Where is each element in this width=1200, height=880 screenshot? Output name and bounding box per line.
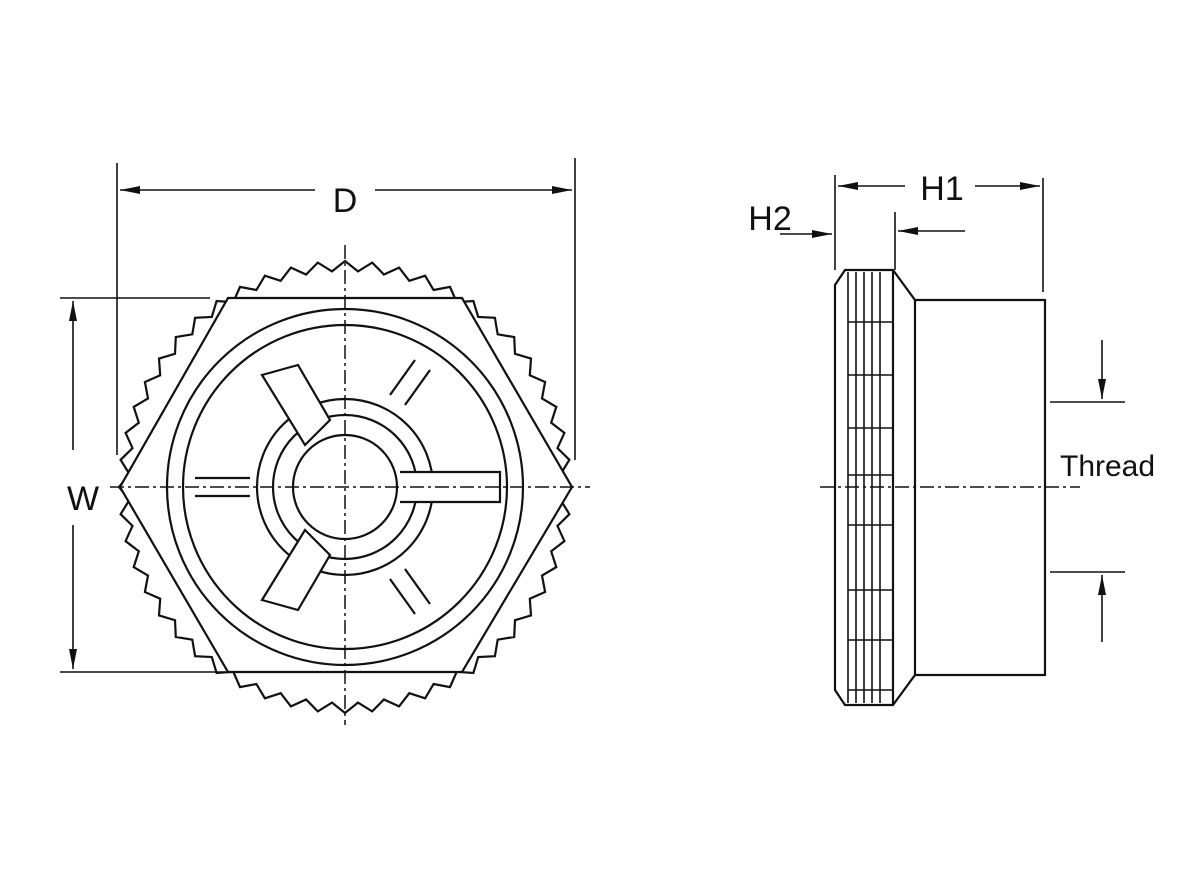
- label-h2: H2: [748, 200, 791, 238]
- label-w: W: [67, 480, 99, 518]
- dimension-thread: Thread: [1050, 340, 1155, 642]
- spokes: [195, 359, 502, 615]
- label-h1: H1: [920, 170, 963, 208]
- dimension-h1: H1: [834, 170, 1044, 292]
- side-view: [820, 268, 1080, 707]
- front-view: [110, 245, 590, 725]
- label-d: D: [333, 182, 358, 220]
- label-thread: Thread: [1060, 450, 1155, 483]
- dimension-w: W: [60, 297, 225, 673]
- dimension-d: D: [116, 158, 576, 460]
- dimension-h2: H2: [748, 200, 965, 270]
